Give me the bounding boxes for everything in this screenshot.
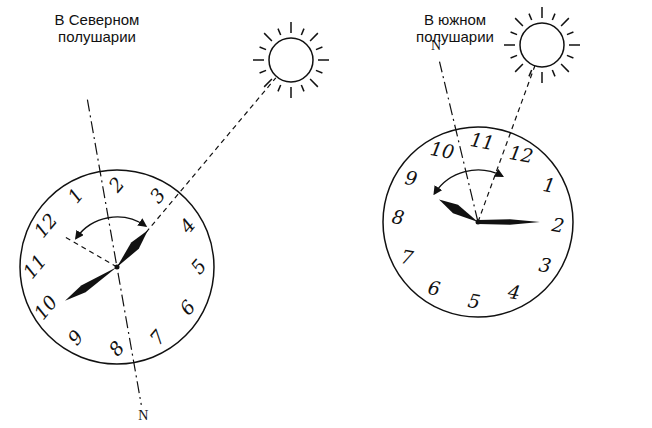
clock-number: 2 bbox=[105, 173, 130, 196]
clock-number: 11 bbox=[19, 251, 51, 284]
clock-number: 1 bbox=[541, 174, 557, 198]
hour-hand bbox=[439, 200, 478, 223]
clock-number: 9 bbox=[403, 167, 419, 191]
southern-clock bbox=[383, 7, 580, 317]
minute-hand bbox=[478, 219, 540, 225]
clock-number: 10 bbox=[30, 292, 62, 325]
sun-symbol bbox=[504, 7, 580, 83]
clock-number: 2 bbox=[550, 214, 566, 238]
clock-pivot bbox=[115, 265, 120, 270]
clock-number: 5 bbox=[187, 255, 212, 278]
clock-number: 1 bbox=[64, 184, 89, 207]
clock-number: 6 bbox=[176, 296, 201, 319]
clock-face bbox=[383, 127, 573, 317]
clock-number: 6 bbox=[427, 277, 443, 301]
bisect-arrow bbox=[434, 170, 502, 194]
minute-hand bbox=[65, 267, 117, 301]
clock-number: 3 bbox=[537, 254, 553, 278]
hour-hand bbox=[117, 230, 148, 267]
clock-pivot bbox=[476, 220, 481, 225]
clock-number: 4 bbox=[506, 281, 522, 305]
clock-number: 3 bbox=[146, 184, 171, 207]
clock-number: 8 bbox=[105, 337, 130, 360]
clock-number: 9 bbox=[64, 326, 89, 349]
clock-number: 12 bbox=[30, 210, 62, 243]
hemisphere-heading: В южном полушарии bbox=[405, 11, 505, 46]
northern-clock bbox=[20, 22, 329, 405]
clock-number: 5 bbox=[466, 290, 482, 314]
sun-symbol bbox=[253, 22, 329, 98]
clock-number: 10 bbox=[428, 138, 456, 164]
clock-number: 7 bbox=[146, 326, 171, 349]
north-label: N bbox=[431, 38, 441, 54]
bisect-arrow bbox=[76, 217, 146, 238]
sun-direction bbox=[117, 78, 276, 267]
clock-number: 8 bbox=[390, 206, 406, 230]
hemisphere-heading: В Северном полушарии bbox=[41, 11, 153, 46]
clock-number: 12 bbox=[508, 142, 536, 168]
clock-number: 4 bbox=[176, 214, 201, 237]
clock-number: 7 bbox=[399, 247, 415, 271]
north-label: N bbox=[138, 408, 148, 424]
twelve-direction bbox=[63, 236, 117, 267]
clock-number: 11 bbox=[468, 129, 496, 155]
